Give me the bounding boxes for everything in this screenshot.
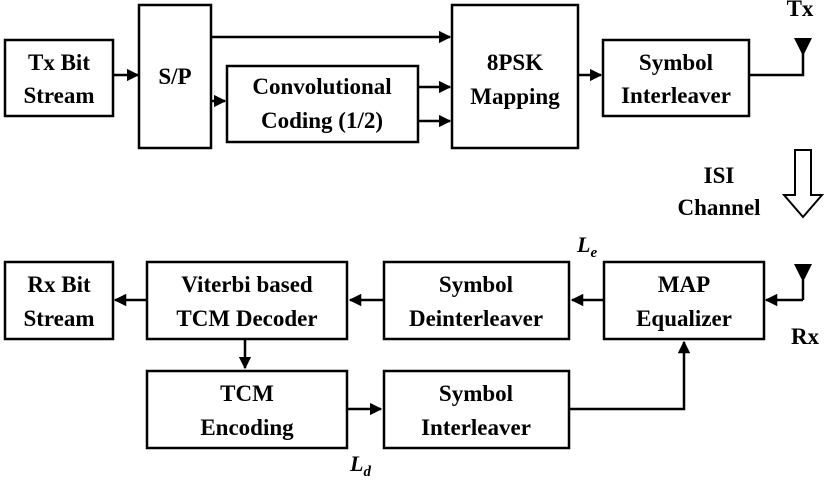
decoder-line1: Viterbi based [181, 272, 313, 297]
deinterleaver-line2: Deinterleaver [409, 306, 543, 331]
tx-bit-stream-block: Tx Bit Stream [3, 38, 115, 118]
ld-label: Ld [349, 451, 371, 480]
rx-antenna-icon [794, 264, 812, 282]
equalizer-line1: MAP [658, 272, 710, 297]
mapping-line1: 8PSK [487, 50, 543, 75]
tcm-encoding-block: TCM Encoding [145, 369, 349, 450]
arrow-interleaver-to-equalizer [569, 340, 691, 411]
8psk-mapping-block: 8PSK Mapping [450, 3, 580, 150]
tx-bit-stream-line2: Stream [23, 83, 94, 108]
tx-antenna-label: Tx [787, 0, 814, 21]
convolutional-coding-block: Convolutional Coding (1/2) [225, 64, 420, 144]
tx-interleaver-line2: Interleaver [621, 83, 731, 108]
tx-interleaver-line1: Symbol [639, 50, 713, 75]
tcm-encoding-line2: Encoding [200, 415, 294, 440]
rx-antenna-label: Rx [791, 324, 820, 349]
equalizer-line2: Equalizer [636, 306, 732, 331]
viterbi-tcm-decoder-block: Viterbi based TCM Decoder [145, 260, 349, 341]
channel-down-arrow-icon [781, 149, 825, 219]
channel-line2: Channel [677, 195, 760, 220]
sp-label: S/P [158, 64, 191, 89]
tx-symbol-interleaver-block: Symbol Interleaver [601, 38, 751, 118]
rx-interleaver-line2: Interleaver [421, 415, 531, 440]
symbol-deinterleaver-block: Symbol Deinterleaver [382, 260, 571, 341]
channel-line1: ISI [704, 163, 735, 188]
tx-antenna-icon [794, 38, 812, 56]
tx-bit-stream-line1: Tx Bit [28, 50, 90, 75]
rx-symbol-interleaver-block: Symbol Interleaver [382, 369, 571, 450]
rx-bit-stream-block: Rx Bit Stream [3, 260, 115, 341]
deinterleaver-line1: Symbol [439, 272, 513, 297]
sp-block: S/P [137, 3, 213, 150]
rx-bit-stream-line2: Stream [23, 306, 94, 331]
mapping-line2: Mapping [470, 84, 560, 109]
decoder-line2: TCM Decoder [176, 306, 317, 331]
map-equalizer-block: MAP Equalizer [602, 260, 766, 341]
conv-line2: Coding (1/2) [261, 108, 383, 133]
wire-interleaver-to-tx-antenna [749, 52, 805, 77]
tcm-encoding-line1: TCM [220, 381, 274, 406]
le-label: Le [576, 232, 597, 261]
rx-bit-stream-line1: Rx Bit [27, 272, 91, 297]
rx-interleaver-line1: Symbol [439, 381, 513, 406]
conv-line1: Convolutional [252, 74, 391, 99]
